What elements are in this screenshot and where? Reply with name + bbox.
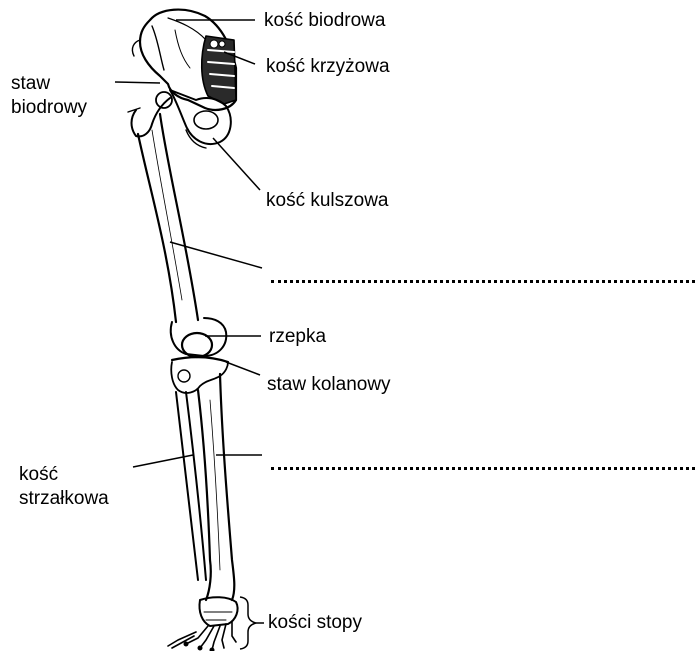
leader-staw-biodrowy	[115, 82, 160, 83]
leader-kosc-kulszowa	[213, 138, 260, 190]
leader-femur	[170, 242, 262, 268]
answer-blank-femur[interactable]	[271, 280, 695, 283]
label-staw-biodrowy-line1: staw	[11, 72, 50, 95]
answer-blank-tibia[interactable]	[271, 467, 695, 470]
foot-shape	[168, 597, 238, 651]
label-kosci-stopy: kości stopy	[268, 611, 362, 634]
sacrum-shape	[202, 36, 236, 104]
label-staw-biodrowy-line2: biodrowy	[11, 96, 87, 119]
tibia-shape	[198, 374, 234, 600]
foot-brace	[240, 597, 256, 649]
femur-shape	[138, 114, 226, 356]
leader-staw-kolanowy	[226, 362, 260, 375]
label-kosc-krzyzowa: kość krzyżowa	[266, 55, 390, 78]
label-kosc-biodrowa: kość biodrowa	[264, 9, 385, 32]
label-kosc-kulszowa: kość kulszowa	[266, 189, 389, 212]
label-kosc-strzalkowa-line1: kość	[19, 463, 58, 486]
label-rzepka: rzepka	[269, 325, 326, 348]
hip-joint-shape	[128, 92, 172, 136]
label-kosc-strzalkowa-line2: strzałkowa	[19, 487, 109, 510]
label-staw-kolanowy: staw kolanowy	[267, 373, 391, 396]
